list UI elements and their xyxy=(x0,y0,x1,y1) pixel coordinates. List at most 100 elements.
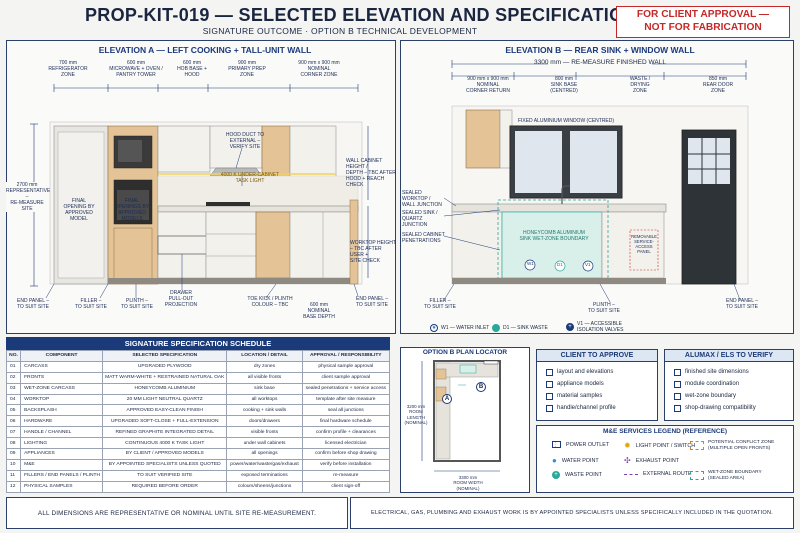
row-location: sink base xyxy=(226,382,303,395)
col-location: LOCATION / DETAIL xyxy=(226,350,303,362)
plan-tag-b: B xyxy=(476,382,486,392)
elev-b-plinth-note: PLINTH –TO SUIT SITE xyxy=(587,302,621,314)
plan-locator-title: OPTION B PLAN LOCATOR xyxy=(422,349,508,356)
row-location: colours/sheens/junctions xyxy=(226,480,303,493)
legend-water: ●WATER POINT xyxy=(552,456,599,465)
alumax-item-1: finished site dimensions xyxy=(674,366,756,378)
checkbox-icon[interactable] xyxy=(546,380,553,388)
checkbox-icon[interactable] xyxy=(546,368,553,376)
alumax-verify-list: finished site dimensions module coordina… xyxy=(674,366,756,414)
row-location: under wall cabinets xyxy=(226,437,303,450)
row-no: 10 xyxy=(5,458,22,471)
checkbox-icon[interactable] xyxy=(674,392,681,400)
services-legend-panel xyxy=(536,425,794,493)
checkbox-icon[interactable] xyxy=(674,368,681,376)
service-access-panel xyxy=(629,229,659,271)
row-specification: UPGRADED PLYWOOD xyxy=(102,360,228,373)
elev-b-overall-dim: 3300 mm — RE-MEASURE FINISHED WALL xyxy=(450,59,750,67)
microwave-glass xyxy=(118,140,142,162)
row-location: all visible fronts xyxy=(226,371,303,384)
sealed-worktop-note: SEALED WORKTOP /WALL JUNCTION xyxy=(402,190,442,208)
row-no: 03 xyxy=(5,382,22,395)
water-point-icon: ● xyxy=(552,456,557,465)
d1-tag: D1 xyxy=(557,262,563,267)
row-approval: seal all junctions xyxy=(301,404,391,417)
checkbox-icon[interactable] xyxy=(674,380,681,388)
waste-point-icon: + xyxy=(552,471,560,479)
row-specification: APPROVED EASY-CLEAN FINISH xyxy=(102,404,228,417)
row-location: power/water/waste/gas/exhaust xyxy=(226,458,303,471)
elev-b-worktop xyxy=(451,203,667,213)
row-approval: confirm before shop drawing xyxy=(301,448,391,460)
elev-b-end-panel-note: END PANEL –TO SUIT SITE xyxy=(725,298,759,310)
row-approval: verify before installation xyxy=(301,458,391,471)
window-note: FIXED ALUMINIUM WINDOW (CENTRED) xyxy=(517,118,615,124)
elev-a-leaders xyxy=(45,147,359,299)
base-cabinet-hob xyxy=(205,211,257,279)
row-component: HARDWARE xyxy=(20,415,104,428)
waste-icon xyxy=(492,324,500,332)
col-no: NO. xyxy=(5,350,22,362)
v1-valve-symbol xyxy=(582,260,594,272)
alumax-item-2: module coordination xyxy=(674,378,756,390)
worktop xyxy=(157,205,359,213)
v1-tag: V1 xyxy=(585,262,591,267)
page-title: PROP-KIT-019 — SELECTED ELEVATION AND SP… xyxy=(85,5,637,25)
row-component: WET-ZONE CARCASS xyxy=(20,382,104,395)
row-component: LIGHTING xyxy=(20,437,104,450)
approval-stamp: FOR CLIENT APPROVAL — NOT FOR FABRICATIO… xyxy=(616,6,790,38)
row-location: cooking + sink walls xyxy=(226,404,303,417)
checkbox-icon[interactable] xyxy=(546,392,553,400)
row-no: 08 xyxy=(5,437,22,450)
legend-conflict: POTENTIAL CONFLICT ZONE(MULTIPLE OPEN FR… xyxy=(690,440,774,452)
row-specification: 20 MM LIGHT NEUTRAL QUARTZ xyxy=(102,393,228,406)
row-location: doors/drawers xyxy=(226,415,303,428)
fridge-opening xyxy=(57,131,105,279)
approval-line-2: NOT FOR FABRICATION xyxy=(644,21,762,33)
elev-a-dim-ticks xyxy=(53,84,359,92)
window-pane-left xyxy=(515,131,562,193)
client-approve-title: CLIENT TO APPROVE xyxy=(536,349,658,362)
row-component: M&E xyxy=(20,458,104,471)
wet-zone-icon xyxy=(690,471,704,481)
row-location: visible fronts xyxy=(226,426,303,439)
client-approve-list: layout and elevations appliance models m… xyxy=(546,366,616,414)
w1-water-inlet-symbol xyxy=(524,259,536,271)
legend-exhaust: ✣EXHAUST POINT xyxy=(624,456,680,465)
elevation-a-drawing xyxy=(30,84,369,299)
row-no: 07 xyxy=(5,426,22,439)
sealed-sink-note: SEALED SINK /QUARTZ JUNCTION xyxy=(402,210,438,228)
exhaust-fan-icon: ✣ xyxy=(624,456,631,465)
alumax-verify-title: ALUMAX / ELS TO VERIFY xyxy=(664,349,794,362)
water-drop-icon: ● xyxy=(430,324,438,332)
wall-cabinet-2 xyxy=(209,125,263,169)
col-approval: APPROVAL / RESPONSIBILITY xyxy=(301,350,391,362)
row-specification: TO SUIT VERIFIED SITE xyxy=(102,469,228,482)
d1-sink-waste-symbol xyxy=(554,260,566,272)
checkbox-icon[interactable] xyxy=(546,404,553,412)
hob xyxy=(206,202,250,206)
plan-sink xyxy=(459,364,477,374)
legend-waste: +WASTE POINT xyxy=(552,471,602,479)
power-outlet-icon: ⋮⋮ xyxy=(552,441,563,448)
client-item-2: appliance models xyxy=(546,378,616,390)
elev-b-base-drying xyxy=(601,211,665,279)
services-legend-title: M&E SERVICES LEGEND (REFERENCE) xyxy=(602,428,728,435)
row-approval: licensed electrician xyxy=(301,437,391,450)
row-approval: template after site measure xyxy=(301,393,391,406)
legend-light: ✹LIGHT POINT / SWITCH xyxy=(624,441,696,450)
checkbox-icon[interactable] xyxy=(674,404,681,412)
